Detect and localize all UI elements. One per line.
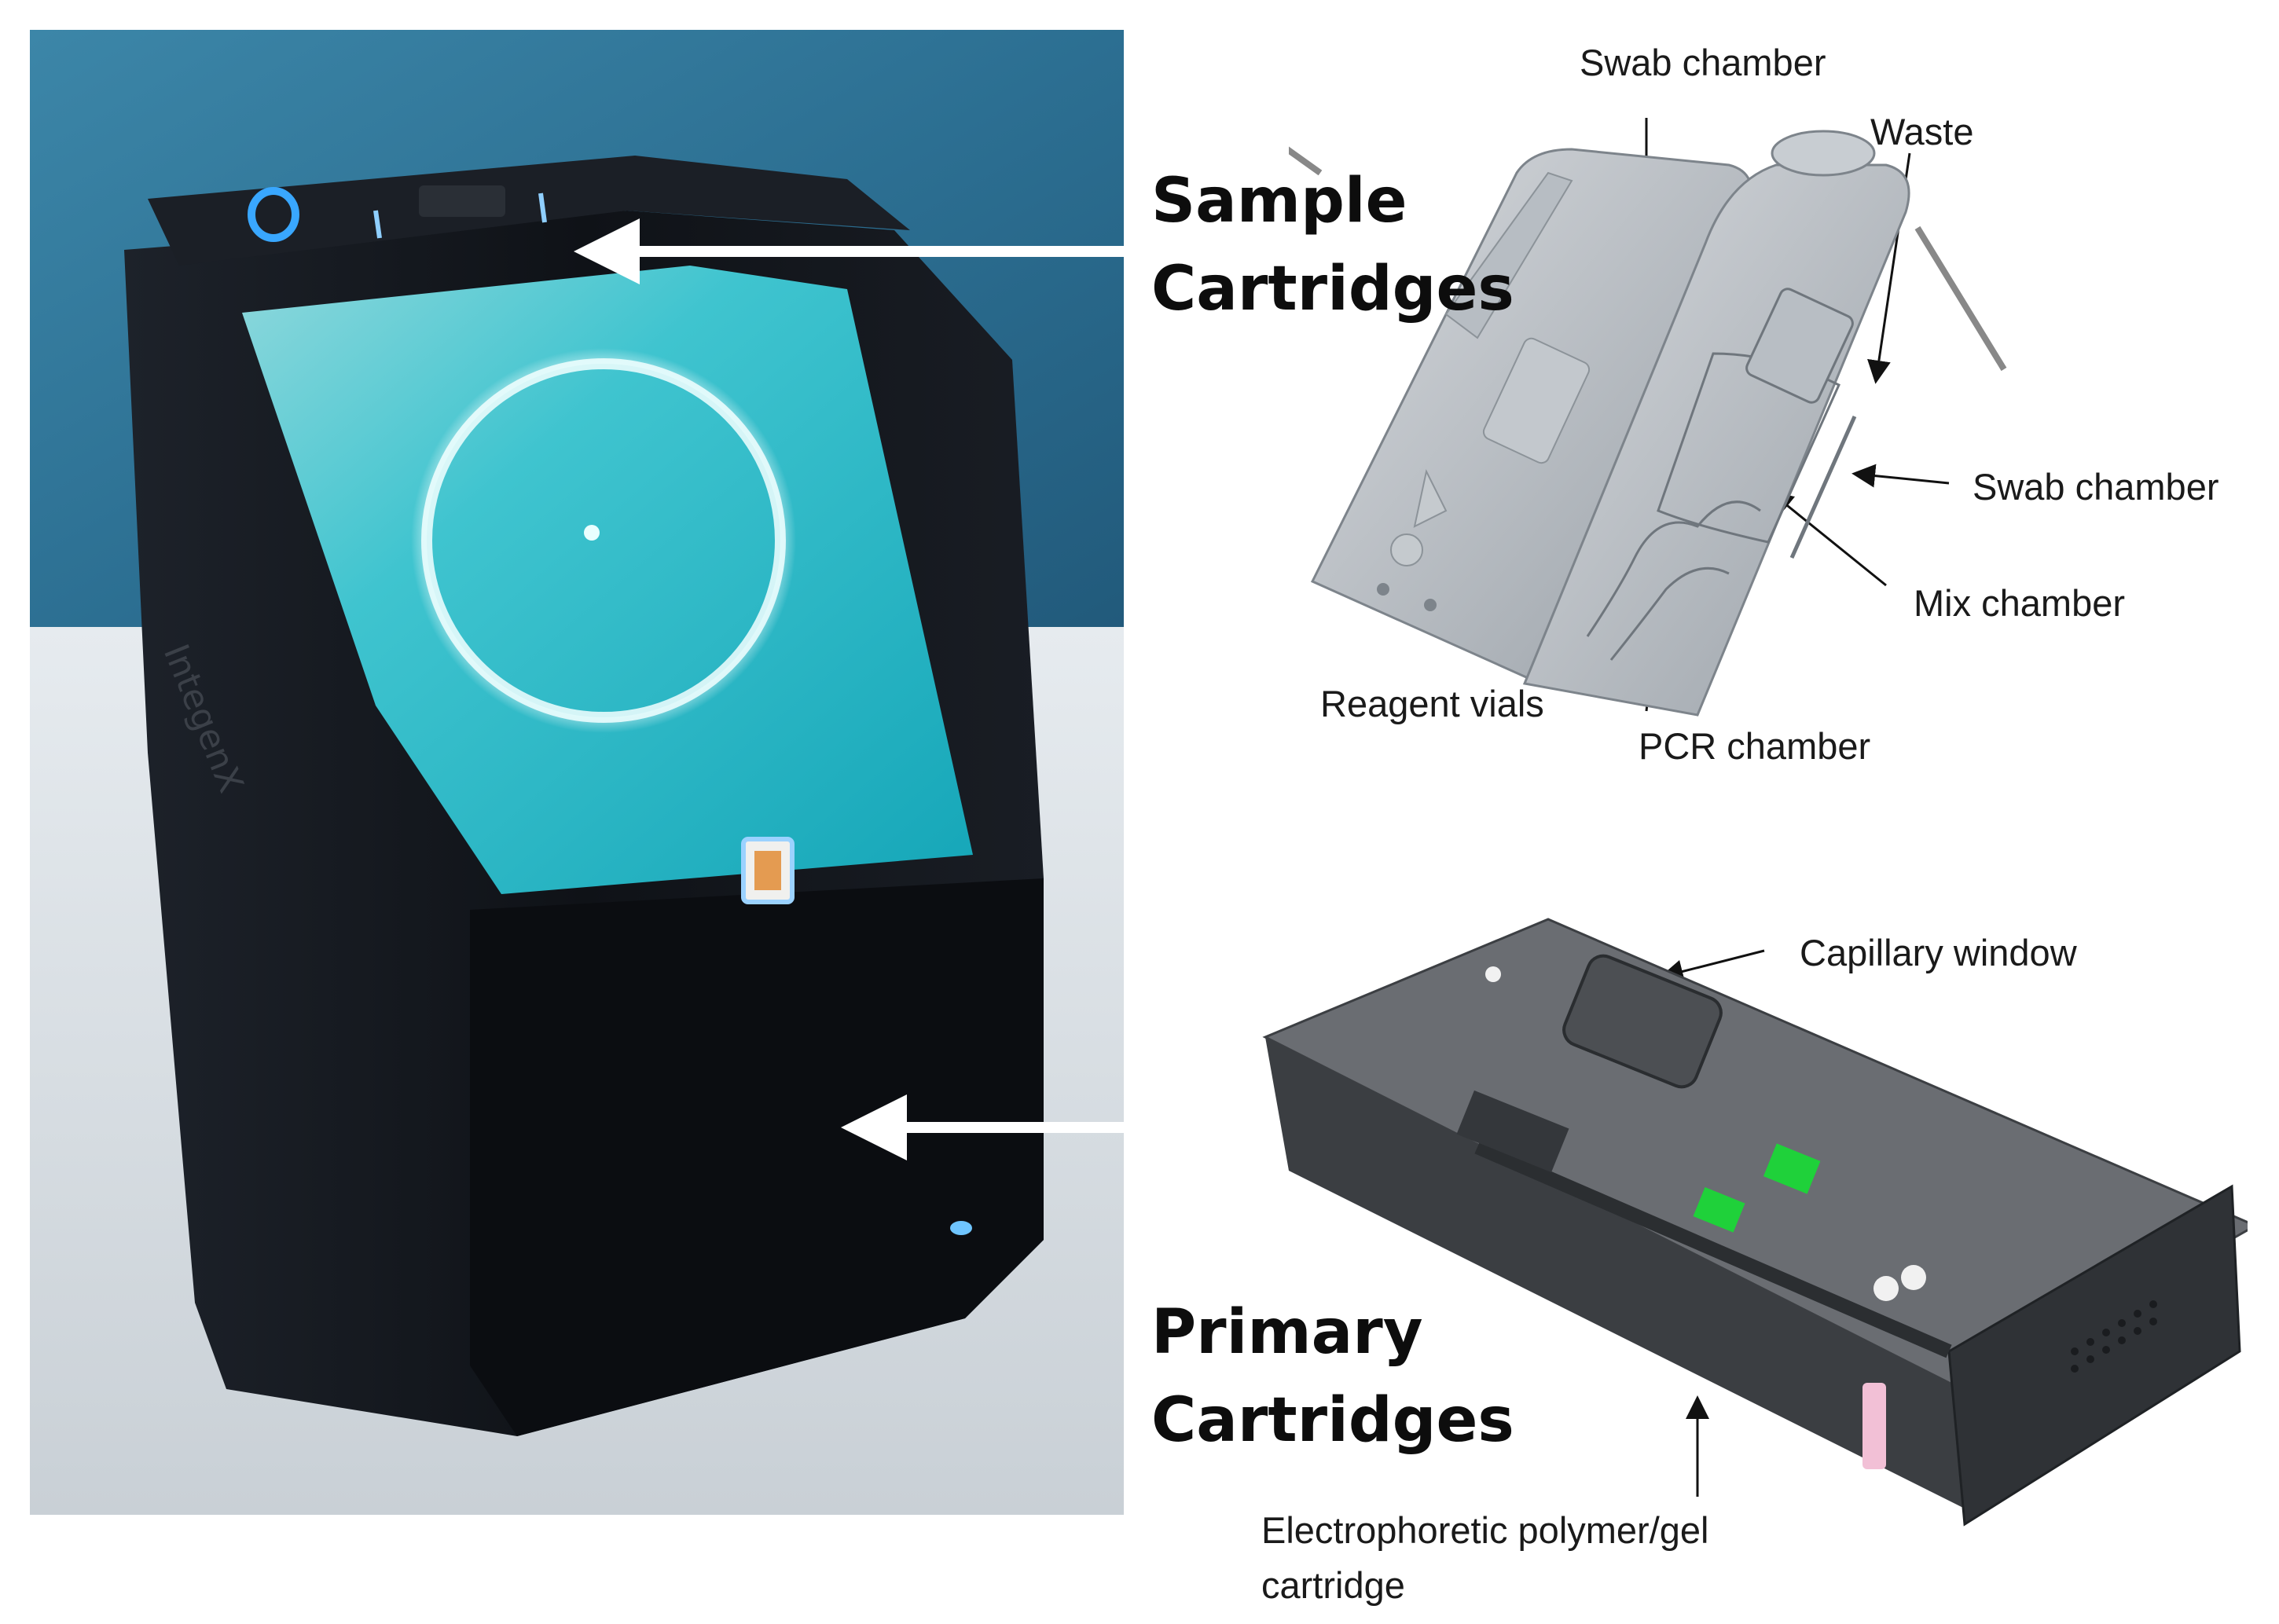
green-indicator-window [1763, 1143, 1821, 1194]
primary-heading-line1: Primary [1151, 1297, 1423, 1368]
primary-cartridge-end-cap [1947, 1184, 2241, 1527]
sample-cartridges-illustration [1289, 130, 2007, 717]
label-swab-chamber-top: Swab chamber [1580, 42, 1826, 83]
sample-cartridge-slot[interactable] [419, 185, 505, 217]
label-swab-chamber-right: Swab chamber [1973, 466, 2219, 508]
primary-cartridge-illustration [1262, 918, 2248, 1527]
label-mix-chamber: Mix chamber [1914, 582, 2126, 624]
status-led [950, 1221, 972, 1235]
label-capillary-window: Capillary window [1800, 932, 2077, 973]
sample-heading-line1: Sample [1151, 166, 1407, 236]
primary-heading-line2: Cartridges [1151, 1385, 1514, 1456]
label-waste: Waste [1870, 111, 1974, 152]
top-bezel [148, 156, 910, 266]
label-pcr-chamber: PCR chamber [1639, 725, 1871, 767]
sample-cartridges-heading: Sample Cartridges [1151, 157, 1514, 333]
screen-ring-graphic [395, 332, 812, 749]
device-photo: IntegenX [30, 30, 1124, 1515]
sample-heading-line2: Cartridges [1151, 254, 1514, 324]
label-electrophoretic-line1: Electrophoretic polymer/gel [1261, 1509, 1709, 1551]
label-electrophoretic-line2: cartridge [1261, 1564, 1405, 1606]
power-button[interactable] [248, 187, 299, 242]
front-block [470, 878, 1044, 1436]
label-reagent-vials: Reagent vials [1320, 683, 1544, 724]
primary-cartridges-heading: Primary Cartridges [1151, 1289, 1514, 1465]
touch-screen [242, 266, 973, 894]
